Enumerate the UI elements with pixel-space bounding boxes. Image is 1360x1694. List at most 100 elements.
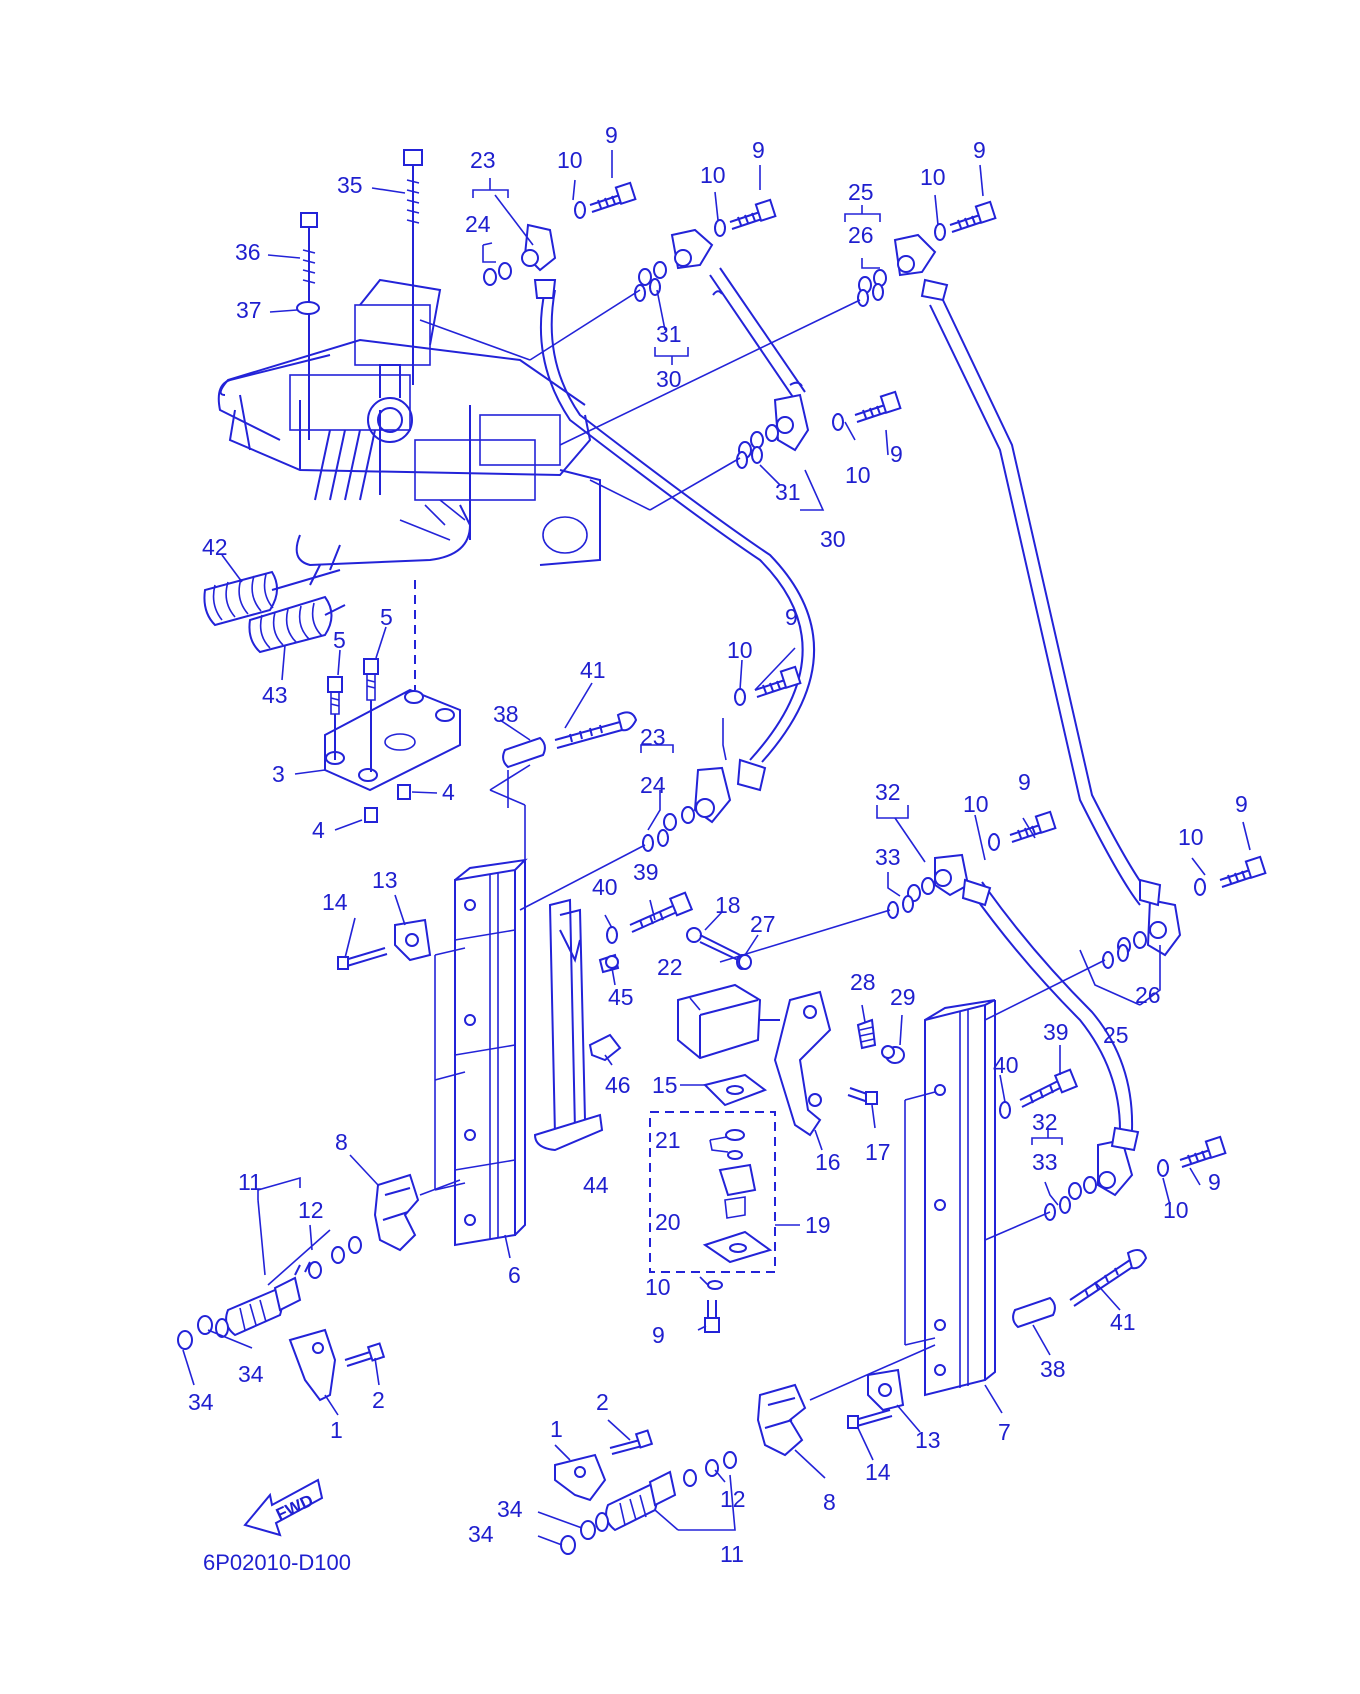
injector-11-left [215,1261,311,1338]
callout: 26 [848,222,874,248]
bolt-5-right [363,658,379,772]
callout: 8 [823,1489,836,1515]
bracket-13-upper [337,918,432,970]
callout: 5 [380,604,393,630]
fuel-rail-6 [434,858,528,1247]
callout: 31 [775,479,801,505]
fitting-30-lower [738,393,810,459]
callout: 20 [655,1209,681,1235]
callout: 18 [715,892,741,918]
screw-45 [598,953,620,974]
hose-30-31 [709,274,796,401]
washer-27 [738,954,752,970]
fuel-rail-7 [904,999,996,1397]
callout: 21 [655,1127,681,1153]
callout: 25 [1103,1022,1129,1048]
callout: 11 [720,1541,744,1567]
callout: 33 [875,844,901,870]
callout: 10 [845,462,871,488]
callout: 32 [875,779,901,805]
screw-39-upper [606,891,694,944]
washer-34-b [177,1330,193,1350]
callout: 9 [652,1322,665,1348]
callout: 9 [752,137,765,163]
bracket-44 [533,898,604,1152]
callout: 39 [633,859,659,885]
callout: 45 [608,984,634,1010]
clip-46 [588,1033,622,1062]
spring-28 [856,1018,877,1050]
part-code: 6P02010-D100 [203,1550,351,1575]
callout: 23 [640,724,666,750]
fwd-label: FWD [273,1491,316,1525]
washer-34-c [580,1520,596,1540]
bracket-13-lower [847,1368,905,1429]
callout: 33 [1032,1149,1058,1175]
callout: 29 [890,984,916,1010]
callout: 1 [550,1416,563,1442]
o-ring-12-c [348,1236,362,1254]
callout: 10 [700,162,726,188]
collar-4-a [397,784,411,800]
callout: 15 [652,1072,678,1098]
callout: 10 [557,147,583,173]
filter-43 [248,595,346,654]
fitting-23-upper [483,223,557,299]
o-ring-12-e [705,1459,719,1477]
callout: 30 [656,366,682,392]
callout: 6 [508,1262,521,1288]
pressure-sensor-22 [677,983,780,1060]
o-ring-21 [725,1129,745,1141]
callout: 1 [330,1417,343,1443]
callout: 9 [785,604,798,630]
callout: 37 [236,297,262,323]
screw-18 [686,927,748,970]
callout: 5 [333,627,346,653]
callout: 9 [890,441,903,467]
washer-37 [296,301,320,315]
callout: 46 [605,1072,631,1098]
gasket-20 [702,1230,773,1264]
callout: 34 [188,1389,214,1415]
gasket-15 [703,1073,768,1107]
callout: 41 [580,657,606,683]
clip-8-left [373,1173,420,1252]
callout: 24 [465,211,491,237]
callout: 36 [235,239,261,265]
callout: 40 [592,874,618,900]
callout: 32 [1032,1109,1058,1135]
callout: 4 [312,817,325,843]
callout: 2 [372,1387,385,1413]
callout: 23 [470,147,496,173]
callout: 39 [1043,1019,1069,1045]
callout: 28 [850,969,876,995]
assembly-lines [419,289,1106,1241]
bracket-3 [324,688,461,792]
cap-29 [881,1045,905,1064]
callout: 10 [645,1274,671,1300]
fitting-25-lower [1117,878,1182,957]
o-rings [634,278,1129,1221]
clip-1-right [554,1429,654,1502]
leader-lines [182,150,1251,1546]
callout: 43 [262,682,288,708]
fitting-30-upper [638,228,714,286]
hose-23-upper [539,289,804,761]
callout: 24 [640,772,666,798]
callout: 44 [583,1172,609,1198]
callout: 4 [442,779,455,805]
callout: 13 [372,867,398,893]
callout: 2 [596,1389,609,1415]
callout: 9 [605,122,618,148]
fitting-32-lower [1068,1126,1140,1200]
callout: 12 [298,1197,324,1223]
screw-9-group [574,181,1267,1177]
injector-11-right [595,1470,677,1532]
clip-8-right [756,1383,807,1457]
callout: 16 [815,1149,841,1175]
o-ring-12-b [331,1246,345,1264]
spacer-38-upper [502,711,638,769]
callout: 40 [993,1052,1019,1078]
callout: 34 [468,1521,494,1547]
callout: 10 [727,637,753,663]
